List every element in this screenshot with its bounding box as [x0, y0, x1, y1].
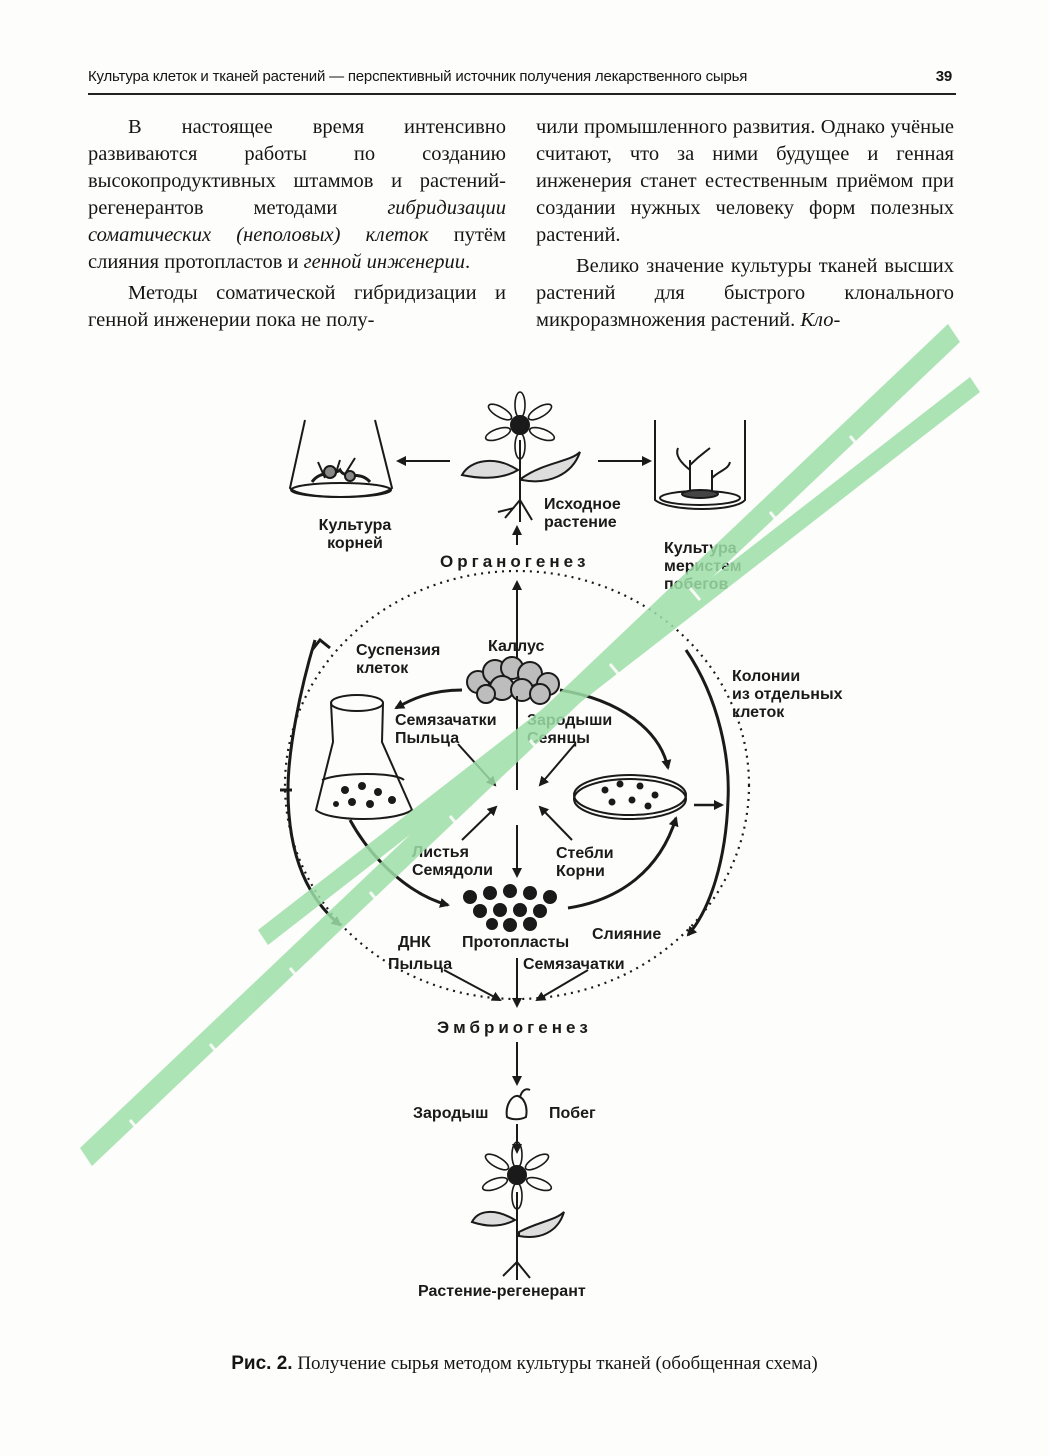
- figure-caption-text: Получение сырья методом культуры тканей …: [292, 1353, 818, 1374]
- label-suspension: Суспензия клеток: [356, 642, 440, 678]
- embryo-shoot-illustration: [505, 1088, 531, 1121]
- label-line: Колонии: [732, 668, 801, 685]
- label-line: Культура: [318, 517, 392, 534]
- label-line: из отдельных: [732, 686, 843, 703]
- label-shoot: Побег: [549, 1105, 596, 1122]
- text-run: В настоящее время интенсивно развиваются…: [88, 116, 506, 219]
- label-line: Семядоли: [412, 862, 493, 879]
- paragraph: Велико значение культуры тканей высших р…: [536, 253, 954, 334]
- label-line: Листья: [412, 844, 469, 861]
- label-colonies: Колонии из отдельных клеток: [732, 668, 843, 722]
- label-line: Семязачатки: [395, 712, 497, 729]
- paragraph: чили промышленного развития. Однако учён…: [536, 116, 954, 246]
- label-line: корней: [327, 535, 383, 552]
- callus-illustration: [466, 656, 560, 705]
- label-line: меристем: [664, 558, 742, 575]
- label-callus: Каллус: [488, 638, 545, 655]
- label-line: Исходное: [544, 496, 621, 513]
- label-ovules-pollen: Семязачатки Пыльца: [395, 712, 497, 748]
- label-protoplasts: Протопласты: [462, 934, 570, 951]
- label-ovules-2: Семязачатки: [523, 956, 625, 973]
- label-line: Пыльца: [395, 730, 460, 747]
- label-organogenesis: Органогенез: [440, 552, 590, 571]
- label-embryo: Зародыш: [413, 1105, 489, 1122]
- text-run: .: [465, 251, 471, 273]
- label-source-plant: Исходное растение: [544, 496, 621, 532]
- label-stems-roots: Стебли Корни: [556, 845, 614, 881]
- regenerant-plant-illustration: [470, 1141, 565, 1280]
- label-line: Суспензия: [356, 642, 441, 659]
- text-column-right: чили промышленного развития. Однако учён…: [536, 114, 954, 338]
- label-line: Культура: [664, 540, 737, 557]
- meristem-culture-tube-illustration: [654, 420, 746, 510]
- running-header: Культура клеток и тканей растений — перс…: [88, 68, 956, 95]
- figure-caption: Рис. 2. Получение сырья методом культуры…: [0, 1353, 1049, 1375]
- paragraph: В настоящее время интенсивно развиваются…: [88, 114, 506, 276]
- label-line: клеток: [356, 660, 409, 677]
- label-line: Сеянцы: [527, 730, 590, 747]
- petri-dish-illustration: [573, 774, 687, 820]
- label-line: растение: [544, 514, 617, 531]
- label-root-culture: Культура корней: [300, 517, 410, 553]
- emphasis-term: генной инженерии: [303, 251, 466, 273]
- label-regenerant: Растение-регенерант: [418, 1283, 586, 1300]
- label-pollen-2: Пыльца: [388, 956, 453, 973]
- text-run: Велико значение культуры тканей высших р…: [536, 255, 954, 331]
- label-embryos-seedlings: Зародыши Сеянцы: [527, 712, 612, 748]
- label-line: Корни: [556, 863, 605, 880]
- label-line: Стебли: [556, 845, 614, 862]
- text-run: путём слияния протопластов и: [88, 224, 506, 273]
- label-line: побегов: [664, 576, 729, 593]
- label-embryogenesis: Эмбриогенез: [437, 1018, 592, 1037]
- page-number: 39: [935, 68, 953, 85]
- label-fusion: Слияние: [592, 926, 662, 943]
- figure-caption-label: Рис. 2.: [231, 1353, 293, 1374]
- protoplasts-illustration: [463, 884, 557, 932]
- label-dna: ДНК: [398, 934, 431, 951]
- label-line: клеток: [732, 704, 785, 721]
- root-culture-flask-illustration: [288, 419, 394, 498]
- label-line: Зародыши: [527, 712, 613, 729]
- label-meristem-culture: Культура меристем побегов: [664, 540, 742, 594]
- label-leaves-cotyledons: Листья Семядоли: [412, 844, 493, 880]
- emphasis-term: гибридизации соматических (неполовых) кл…: [88, 197, 506, 246]
- running-title: Культура клеток и тканей растений — перс…: [88, 68, 748, 85]
